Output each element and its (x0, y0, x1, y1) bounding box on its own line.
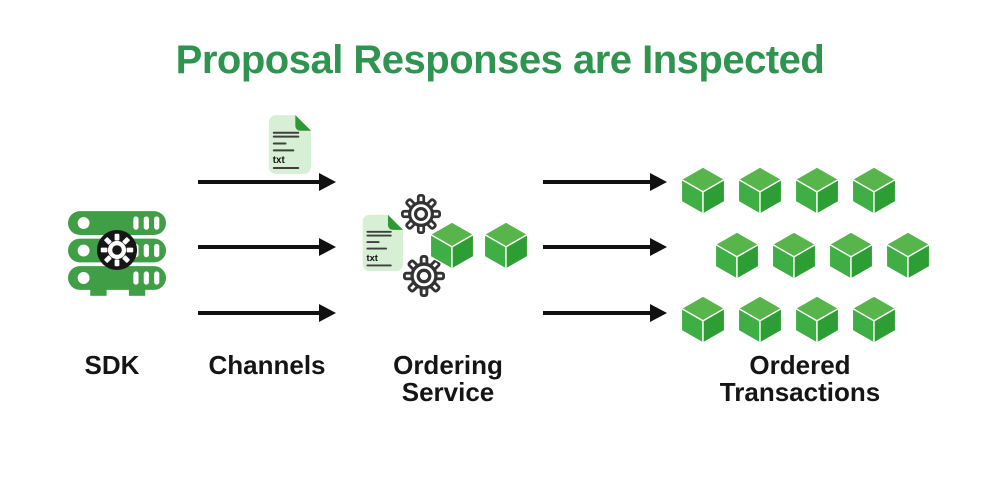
block-cube-icon (794, 295, 840, 344)
diagram-title: Proposal Responses are Inspected (175, 38, 825, 82)
gear-icon (96, 229, 138, 271)
ordered-blocks-row (680, 295, 897, 344)
txt-file-icon: txt (357, 214, 404, 277)
block-cube-icon (737, 166, 783, 215)
flow-arrow (543, 180, 651, 184)
flow-arrow (198, 311, 320, 315)
txt-file-icon: txt (263, 114, 312, 180)
server-rack-graphic (68, 211, 166, 296)
block-cube-icon (771, 231, 817, 280)
block-cube-icon (794, 166, 840, 215)
gear-icon (401, 194, 441, 239)
block-cube-icon (737, 295, 783, 344)
txt-file-label: txt (366, 253, 377, 263)
label-ordering-service: Ordering Service (393, 350, 503, 408)
label-channels: Channels (208, 350, 326, 380)
block-cube-icon (483, 221, 529, 270)
label-sdk: SDK (84, 350, 140, 380)
block-cube-icon (680, 166, 726, 215)
txt-file-label: txt (273, 155, 286, 166)
block-cube-icon (851, 295, 897, 344)
flow-arrow (543, 245, 651, 249)
block-cube-icon (680, 295, 726, 344)
flow-arrow (543, 311, 651, 315)
flow-arrow (198, 245, 320, 249)
ordered-blocks-row (714, 231, 931, 280)
label-ordered-transactions: Ordered Transactions (719, 350, 881, 408)
ordered-blocks-row (680, 166, 897, 215)
gear-icon (403, 254, 445, 302)
block-cube-icon (851, 166, 897, 215)
block-cube-icon (714, 231, 760, 280)
ordering-service-blocks (429, 221, 529, 270)
block-cube-icon (429, 221, 475, 270)
flow-arrow (198, 180, 320, 184)
block-cube-icon (885, 231, 931, 280)
server-rack-icon (68, 211, 166, 296)
block-cube-icon (828, 231, 874, 280)
